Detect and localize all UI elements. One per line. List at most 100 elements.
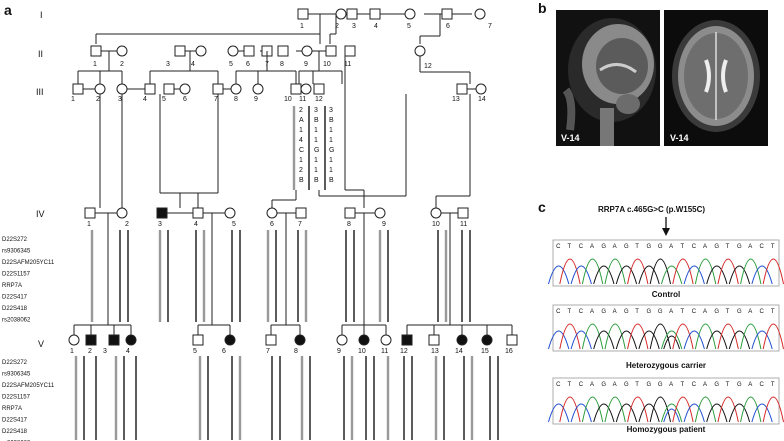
trace-peak (547, 265, 570, 285)
id-III-14: 14 (478, 96, 486, 103)
pedigree-female-III-6 (179, 83, 191, 95)
id-V-14: 14 (455, 348, 463, 355)
marker-name: rs9306345 (2, 249, 31, 255)
id-I-4: 4 (374, 23, 378, 30)
base-call: G (601, 309, 606, 315)
id-II-5: 5 (229, 61, 233, 68)
pedigree-male-IV-7 (295, 207, 307, 219)
panel-label-c: c (538, 199, 546, 215)
id-II-11: 11 (344, 61, 351, 68)
base-call: T (635, 244, 639, 250)
id-V-12: 12 (400, 348, 408, 355)
trace-peak (604, 396, 626, 423)
pedigree-female-III-11 (300, 83, 312, 95)
trace-peak (740, 258, 762, 285)
trace-peak (627, 396, 649, 423)
id-IV-11: 11 (460, 221, 467, 228)
id-II-3: 3 (166, 61, 170, 68)
base-call: A (748, 382, 752, 388)
pedigree-male-III-1 (72, 83, 84, 95)
base-call: T (726, 309, 730, 315)
id-V-15: 15 (481, 348, 489, 355)
pedigree-female-III-3 (116, 83, 128, 95)
trace-peak (615, 265, 638, 285)
id-IV-10: 10 (432, 221, 440, 228)
haplotype-allele: 2 (299, 167, 303, 174)
haplotype-allele: B (314, 117, 319, 124)
id-V-9: 9 (337, 348, 341, 355)
base-call: C (579, 309, 584, 315)
base-call: T (680, 309, 684, 315)
id-III-11: 11 (299, 96, 306, 103)
id-III-8: 8 (234, 96, 238, 103)
id-II-9: 9 (304, 61, 308, 68)
pedigree-male-II-6 (243, 45, 255, 57)
base-call: G (737, 382, 742, 388)
id-II-8: 8 (280, 61, 284, 68)
gen-label-III: III (36, 87, 44, 97)
trace-peak (615, 330, 638, 350)
trace-peak (559, 396, 581, 423)
trace-peak (649, 396, 672, 423)
base-call: G (601, 244, 606, 250)
pedigree-male-I-4 (369, 8, 381, 20)
trace-peak (751, 330, 773, 350)
marker-name: D22SAFM205YC11 (2, 383, 55, 389)
trace-peak (683, 403, 705, 423)
id-V-2: 2 (88, 348, 92, 355)
id-IV-3: 3 (158, 221, 162, 228)
trace-peak (593, 330, 615, 350)
id-IV-6: 6 (270, 221, 274, 228)
pedigree-male-II-3 (174, 45, 186, 57)
trace-peak (751, 265, 773, 285)
trace-peak (547, 330, 570, 350)
generation-IV: 1 2 3 4 5 6 7 8 9 10 11 D22S272rs9306345… (2, 192, 513, 335)
pedigree-female-V-9 (336, 334, 348, 346)
base-call: G (737, 309, 742, 315)
generation-I: 1 2 3 4 5 6 7 (95, 8, 492, 44)
haplotype-allele: 1 (314, 137, 318, 144)
id-III-3: 3 (118, 96, 122, 103)
pedigree-female-I-2 (335, 8, 347, 20)
trace-peak (547, 403, 570, 423)
base-call: G (658, 244, 663, 250)
pedigree-male-II-11 (344, 45, 356, 57)
base-call: A (703, 244, 707, 250)
haplotype-allele: 4 (299, 137, 303, 144)
id-V-16: 16 (505, 348, 513, 355)
chromatogram-caption: Homozygous patient (627, 425, 706, 434)
id-V-5: 5 (193, 348, 197, 355)
base-call: C (579, 382, 584, 388)
id-II-2: 2 (120, 61, 124, 68)
mri-label-axial: V-14 (670, 133, 689, 143)
pedigree-female-I-7 (474, 8, 486, 20)
id-IV-8: 8 (347, 221, 351, 228)
id-III-13: 13 (452, 96, 460, 103)
id-IV-2: 2 (125, 221, 129, 228)
pedigree-male-I-3 (346, 8, 358, 20)
gen-label-I: I (40, 10, 43, 20)
trace-peak (728, 330, 751, 350)
base-call: T (635, 382, 639, 388)
gen-label-IV: IV (36, 209, 45, 219)
haplotype-allele: 1 (329, 167, 333, 174)
haplotype-allele: G (329, 147, 334, 154)
trace-peak (627, 323, 649, 350)
haplotype-allele: 2 (299, 107, 303, 114)
pedigree-male-V-16 (506, 334, 518, 346)
pedigree-affected-female-V-14 (456, 334, 468, 346)
pedigree-affected-female-V-15 (481, 334, 493, 346)
pedigree-male-III-10 (290, 83, 302, 95)
trace-peak (581, 323, 604, 350)
id-III-12: 12 (315, 96, 323, 103)
pedigree-female-I-5 (404, 8, 416, 20)
haplotype-allele: 1 (314, 127, 318, 134)
base-call: C (760, 244, 765, 250)
id-IV-7: 7 (298, 221, 302, 228)
marker-name: RRP7A (2, 283, 22, 289)
pedigree-female-IV-6 (266, 207, 278, 219)
id-V-8: 8 (294, 348, 298, 355)
trace-peak (694, 396, 717, 423)
base-call: T (635, 309, 639, 315)
id-III-2: 2 (96, 96, 100, 103)
